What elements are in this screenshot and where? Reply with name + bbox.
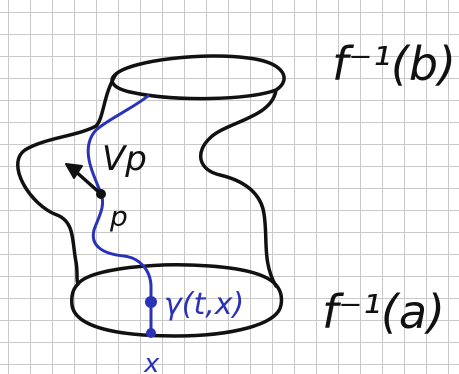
right-boundary [199,88,278,288]
start-point-x-marker [146,328,156,338]
flow-curve [86,94,153,335]
label-preimage-a: f⁻¹(a) [322,285,445,339]
top-ellipse [110,54,286,101]
label-flow-curve: γ(t,x) [164,287,244,322]
bottom-ellipse [70,263,284,338]
gamma-point-marker [145,296,157,308]
left-boundary [16,72,118,286]
label-point-p: p [109,200,128,233]
vector-vp-arrow [72,168,103,196]
label-start-point-x: x [143,349,160,374]
label-vector-vp: Vp [102,139,147,179]
vector-vp-arrowhead [65,163,83,179]
label-preimage-b: f⁻¹(b) [332,37,456,91]
